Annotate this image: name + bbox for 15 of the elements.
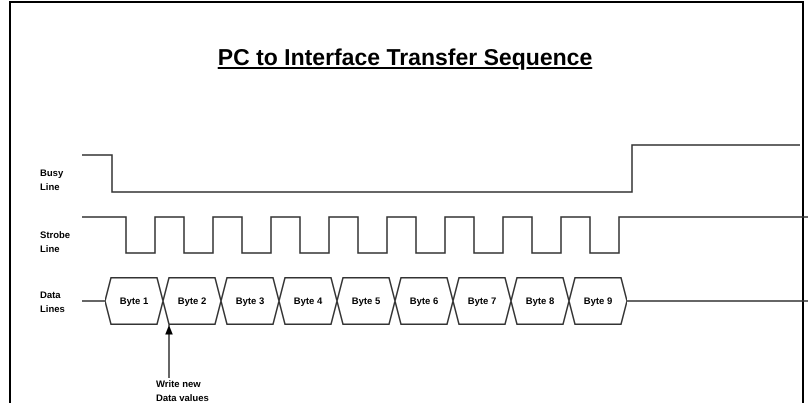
signal-label: Busy Line	[40, 167, 64, 195]
byte-label: Byte 3	[236, 296, 264, 306]
byte-label: Byte 6	[410, 296, 438, 306]
byte-label: Byte 5	[352, 296, 380, 306]
byte-label: Byte 8	[526, 296, 554, 306]
byte-label: Byte 2	[178, 296, 206, 306]
byte-label: Byte 9	[584, 296, 612, 306]
diagram-title: PC to Interface Transfer Sequence	[216, 44, 594, 71]
annotation-text: Write new Data values	[156, 378, 210, 403]
arrow	[165, 325, 173, 378]
byte-label: Byte 7	[468, 296, 496, 306]
byte-label: Byte 1	[120, 296, 148, 306]
byte-label: Byte 4	[294, 296, 322, 306]
signal-label: Data Lines	[40, 289, 66, 317]
signal-label: Strobe Line	[40, 229, 72, 257]
